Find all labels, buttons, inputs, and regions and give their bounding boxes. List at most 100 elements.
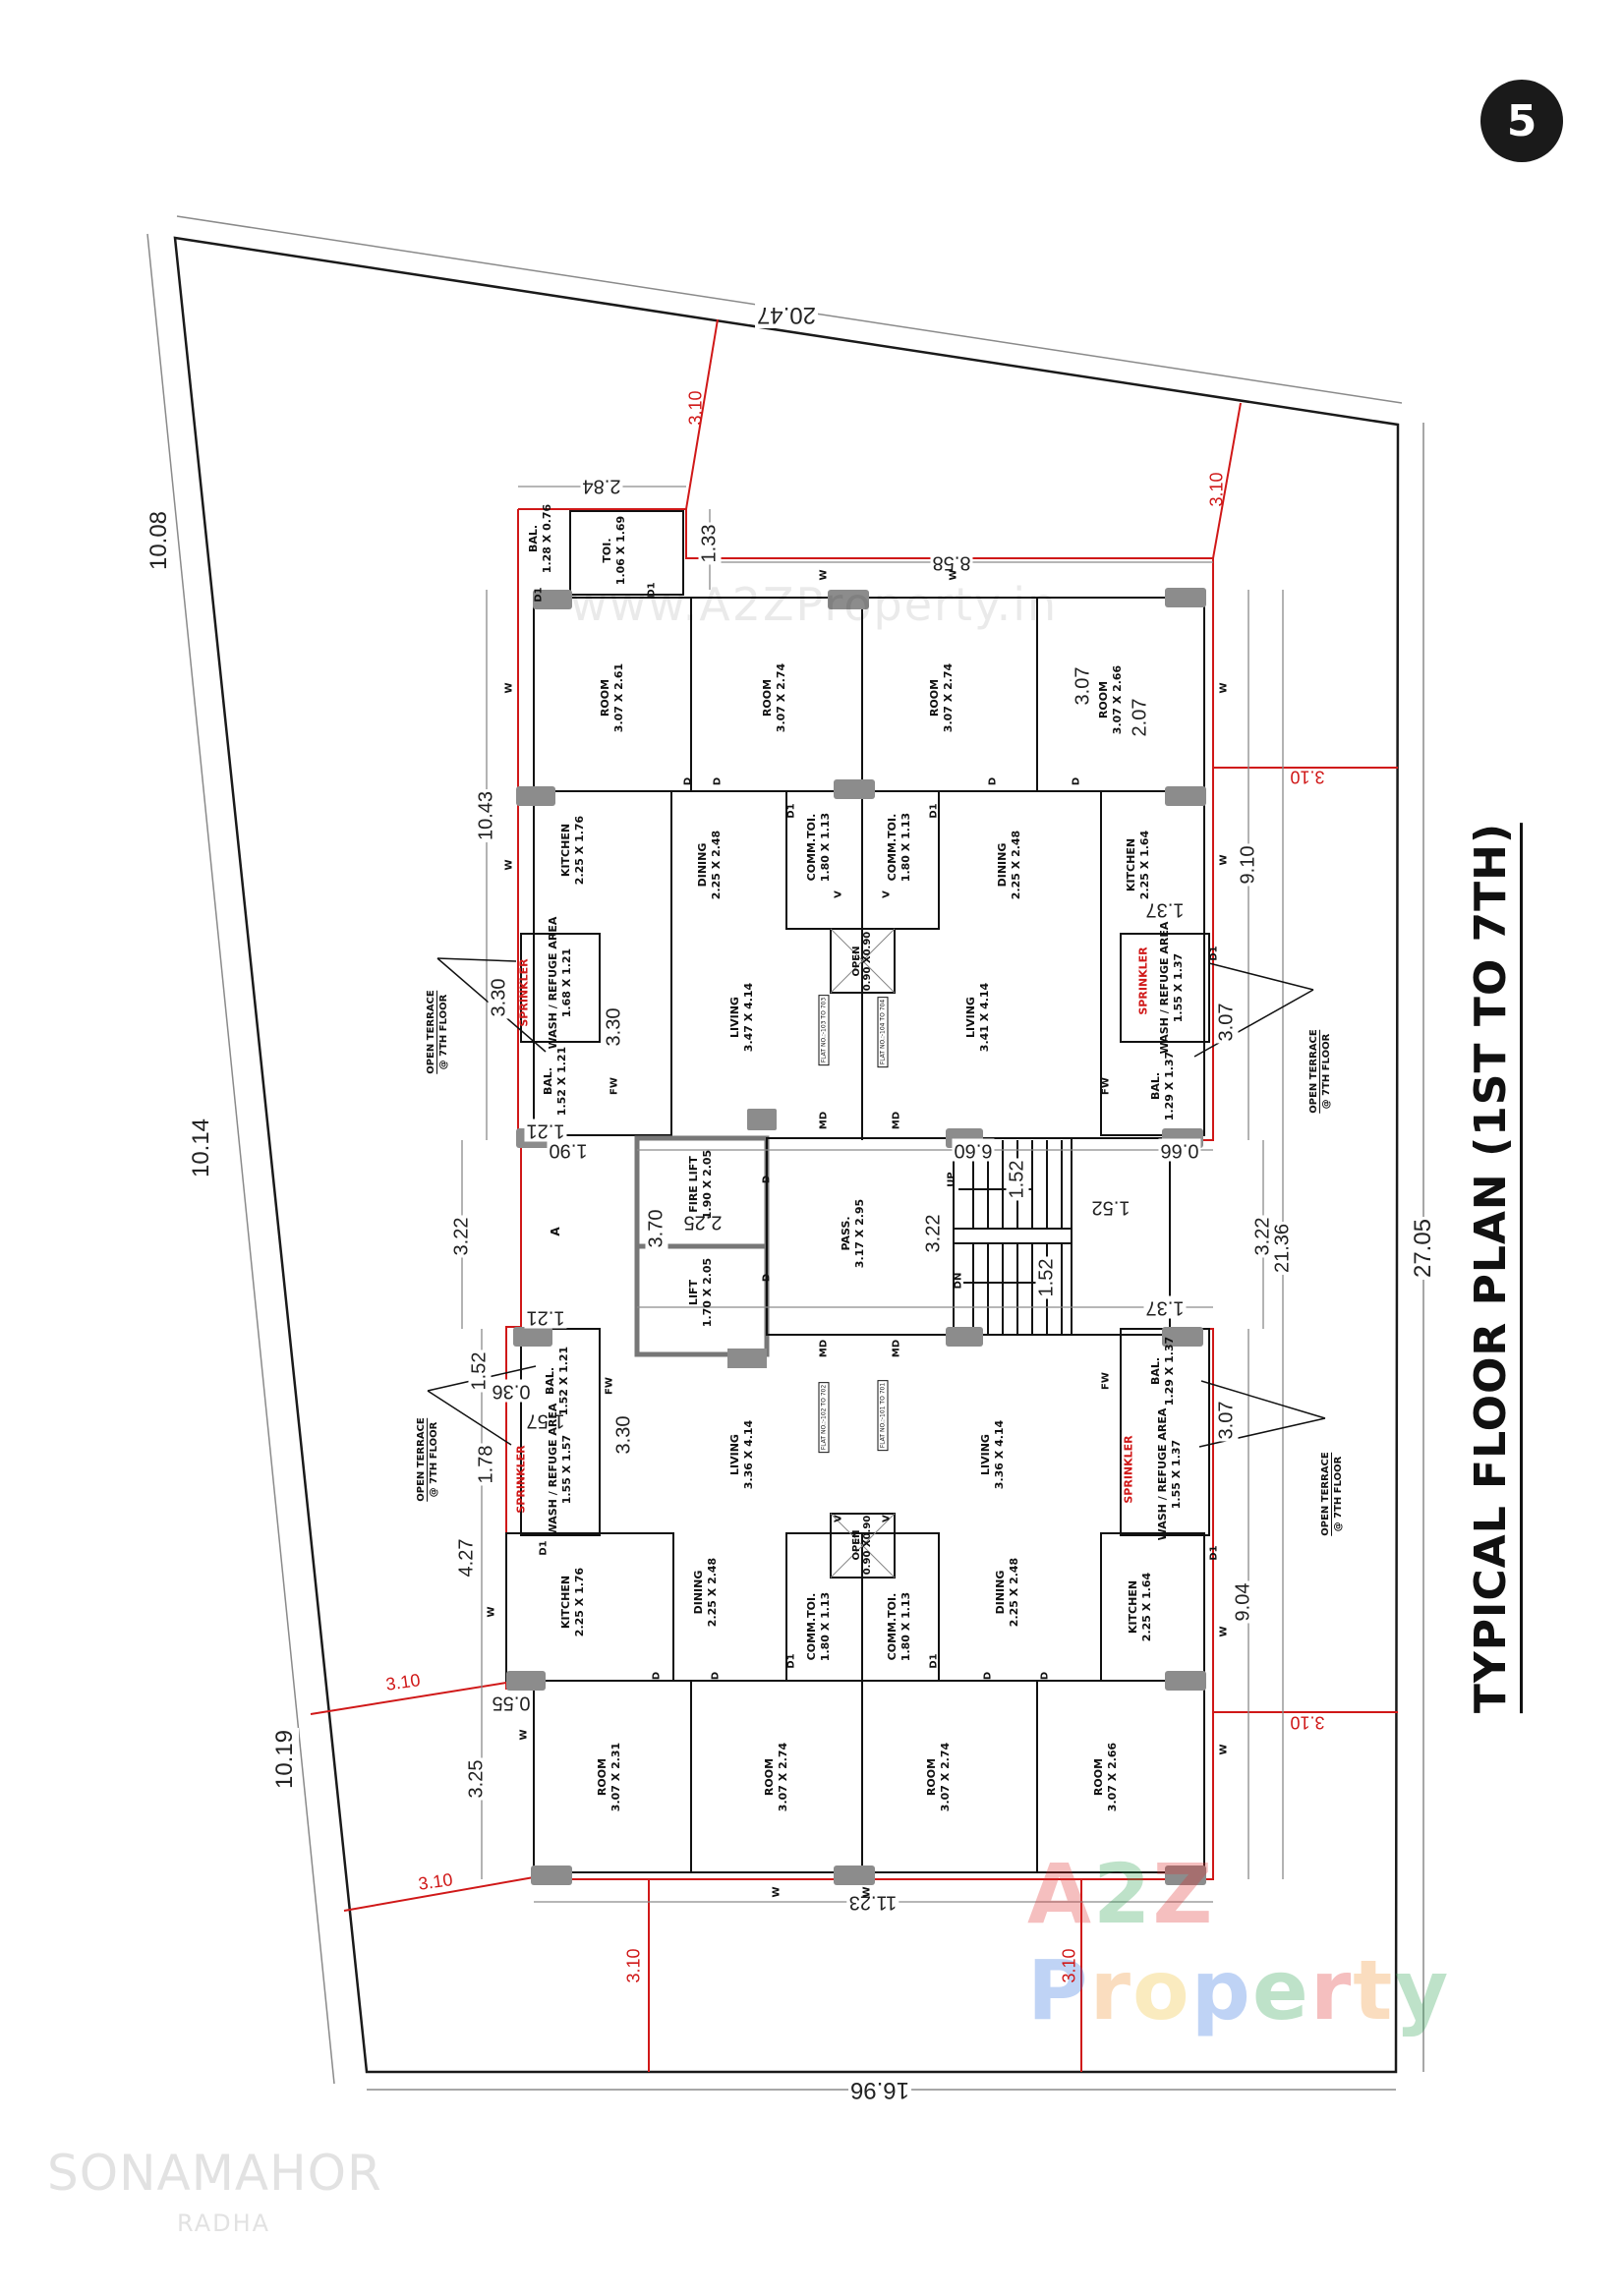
- room-size: 3.07 X 2.74: [775, 662, 787, 733]
- room-size: 2.25 X 2.48: [1008, 1557, 1020, 1628]
- dim-label: 1.52: [1089, 1195, 1132, 1219]
- room-label-balcony: BAL.1.29 X 1.37: [1149, 1052, 1177, 1120]
- plot-dim-left-2: 10.14: [188, 1116, 215, 1180]
- room-name: KITCHEN: [559, 1575, 572, 1630]
- room-label-passage: PASS.3.17 X 2.95: [840, 1199, 867, 1268]
- walls: [505, 510, 1210, 1873]
- logo-part: p: [1190, 1942, 1252, 2038]
- room-name: BAL.: [1149, 1356, 1162, 1386]
- room-name: DINING: [692, 1570, 705, 1615]
- vent-tag: V: [881, 890, 893, 898]
- door-tag: D: [682, 776, 694, 786]
- main-door-tag: MD: [818, 1111, 830, 1130]
- window-tag: W: [1218, 1626, 1230, 1637]
- room-name: LIVING: [964, 997, 977, 1038]
- open-terrace-note: OPEN TERRACE@ 7TH FLOOR: [415, 1417, 440, 1502]
- room-name: TOI.: [601, 538, 613, 563]
- room-size: 2.25 X 1.64: [1140, 1572, 1153, 1642]
- room-size: 3.07 X 2.74: [777, 1742, 789, 1812]
- room-label-balcony: BAL.1.29 X 1.37: [1149, 1337, 1177, 1406]
- room-size: 1.28 X 0.76: [541, 503, 553, 574]
- main-door-tag: MD: [818, 1339, 830, 1358]
- room-size: 1.90 X 2.05: [701, 1149, 714, 1220]
- room-size: 1.70 X 2.05: [701, 1257, 714, 1328]
- url-watermark: www.A2ZProperty.in: [570, 578, 1059, 631]
- dim-label: 3.07: [1215, 1001, 1239, 1044]
- door-tag: D: [761, 1175, 773, 1184]
- room-name: ROOM: [763, 1757, 776, 1797]
- room-size: 2.25 X 1.64: [1138, 830, 1151, 900]
- door-tag: D1: [785, 1653, 797, 1669]
- setback-dim: 3.10: [1059, 1948, 1079, 1983]
- room-name: BAL.: [1149, 1071, 1162, 1101]
- brand-watermark: SONAMAHOR: [47, 2145, 382, 2202]
- room-label-comm-toilet: COMM.TOI.1.80 X 1.13: [805, 813, 833, 882]
- room-name: KITCHEN: [1127, 1579, 1139, 1635]
- building-dimension-lines: [461, 486, 1284, 1903]
- logo-part: t: [1353, 1942, 1395, 2038]
- dim-label: 1.37: [1143, 1295, 1187, 1319]
- room-size: 2.25 X 2.48: [706, 1557, 719, 1628]
- window-tag: W: [1218, 1744, 1230, 1755]
- room-label-balcony: BAL.1.52 X 1.21: [542, 1047, 569, 1116]
- dim-label: 3.30: [488, 976, 511, 1019]
- vent-tag: V: [833, 1515, 844, 1522]
- room-name: COMM.TOI.: [886, 1592, 899, 1661]
- flat-number-tag: FLAT NO.:-103 TO 703: [818, 994, 830, 1066]
- dim-label: 2.84: [580, 474, 623, 497]
- room-size: 3.07 X 2.74: [942, 662, 955, 733]
- room-name: ROOM: [1097, 680, 1110, 719]
- room-name: ROOM: [761, 678, 774, 718]
- room-name: BAL.: [544, 1366, 556, 1396]
- dim-label: 3.30: [612, 1413, 636, 1457]
- logo-part: A: [1027, 1846, 1094, 1942]
- vent-tag: V: [833, 890, 844, 898]
- dim-label: 3.07: [1215, 1399, 1239, 1442]
- dim-label: 3.30: [603, 1005, 626, 1049]
- sprinkler-label: SPRINKLER: [1136, 947, 1150, 1015]
- window-tag: W: [771, 1886, 783, 1898]
- window-tag: W: [503, 859, 515, 871]
- dim-label: 6.60: [952, 1138, 995, 1162]
- open-terrace-note: OPEN TERRACE@ 7TH FLOOR: [1307, 1029, 1333, 1114]
- room-name: LIVING: [728, 1434, 741, 1475]
- door-tag: D: [651, 1671, 663, 1681]
- setback-dim: 3.10: [685, 390, 706, 426]
- room-name: ROOM: [1092, 1757, 1105, 1797]
- dim-label: 1.21: [524, 1305, 567, 1329]
- flat-number-tag: FLAT NO.:-104 TO 704: [877, 996, 889, 1068]
- plot-dim-right: 27.05: [1410, 1216, 1437, 1281]
- door-tag: D: [1071, 776, 1082, 786]
- sprinkler-label: SPRINKLER: [517, 958, 531, 1027]
- room-name: ROOM: [599, 678, 611, 718]
- door-tag: D1: [538, 1540, 550, 1556]
- dim-label: 3.22: [450, 1215, 474, 1258]
- a2z-logo-watermark: A2Z Property: [1027, 1846, 1624, 2038]
- window-tag: W: [861, 1886, 873, 1898]
- plot-dim-bottom: 16.96: [847, 2076, 912, 2103]
- room-size: 3.41 X 4.14: [978, 982, 991, 1053]
- room-name: OPEN: [851, 1529, 862, 1561]
- door-tag: D1: [928, 803, 940, 819]
- open-terrace-note: OPEN TERRACE@ 7TH FLOOR: [425, 990, 450, 1074]
- room-size: 1.06 X 1.69: [614, 515, 627, 586]
- room-name: PASS.: [840, 1216, 852, 1251]
- french-window-tag: FW: [604, 1377, 615, 1395]
- room-name: COMM.TOI.: [805, 1592, 818, 1661]
- logo-part: Z: [1152, 1846, 1215, 1942]
- door-tag: D1: [1208, 1545, 1220, 1561]
- room-name: ROOM: [928, 678, 941, 718]
